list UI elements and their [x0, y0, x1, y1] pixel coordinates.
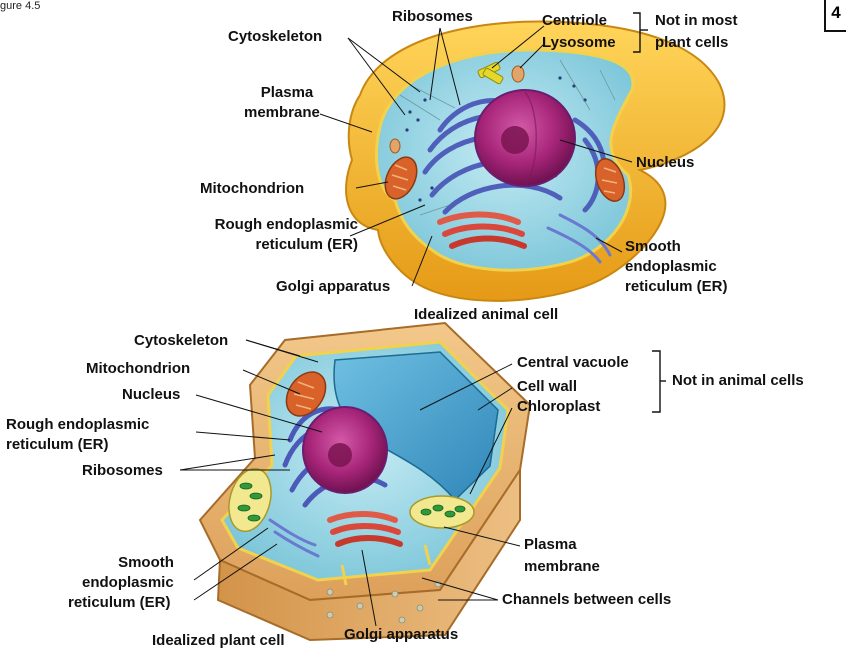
animal-caption: Idealized animal cell — [414, 306, 558, 324]
animal-label-smooth-er-1: Smooth — [625, 238, 681, 256]
animal-label-smooth-er-2: endoplasmic — [625, 258, 717, 276]
plant-label-cell-wall: Cell wall — [517, 378, 577, 396]
page-number: 4 — [824, 0, 846, 32]
plant-label-central-vacuole: Central vacuole — [517, 354, 629, 372]
plant-label-cytoskeleton: Cytoskeleton — [134, 332, 228, 350]
plant-label-smooth-er-1: Smooth — [106, 554, 186, 572]
bracket-not-in-animal — [652, 351, 660, 412]
plant-label-rough-er-2: reticulum (ER) — [6, 436, 109, 454]
animal-label-nucleus: Nucleus — [636, 154, 694, 172]
animal-label-smooth-er-3: reticulum (ER) — [625, 278, 728, 296]
animal-label-plasma-1: Plasma — [252, 84, 322, 102]
plant-caption: Idealized plant cell — [152, 632, 285, 650]
animal-label-cytoskeleton: Cytoskeleton — [228, 28, 322, 46]
plant-label-plasma-2: membrane — [524, 558, 600, 576]
animal-lysosome — [512, 66, 524, 82]
plant-cell — [200, 323, 530, 640]
animal-label-golgi: Golgi apparatus — [276, 278, 390, 296]
plant-label-smooth-er-3: reticulum (ER) — [68, 594, 171, 612]
plant-label-channels: Channels between cells — [502, 591, 671, 609]
plant-chloroplast-right — [410, 496, 474, 528]
animal-label-not-in-most-1: Not in most — [655, 12, 738, 30]
animal-label-ribosomes: Ribosomes — [392, 8, 473, 26]
animal-label-rough-er-1: Rough endoplasmic — [174, 216, 358, 234]
animal-label-centriole: Centriole — [542, 12, 607, 30]
animal-label-plasma-2: membrane — [244, 104, 320, 122]
plant-label-golgi: Golgi apparatus — [344, 626, 458, 644]
plant-label-smooth-er-2: endoplasmic — [82, 574, 174, 592]
plant-label-nucleus: Nucleus — [122, 386, 180, 404]
plant-label-ribosomes: Ribosomes — [82, 462, 163, 480]
plant-label-mitochondrion: Mitochondrion — [86, 360, 190, 378]
animal-label-not-in-most-2: plant cells — [655, 34, 728, 52]
animal-nucleolus — [501, 126, 529, 154]
animal-label-mitochondrion: Mitochondrion — [200, 180, 304, 198]
plant-label-rough-er-1: Rough endoplasmic — [6, 416, 149, 434]
plant-label-plasma-1: Plasma — [524, 536, 577, 554]
animal-label-rough-er-2: reticulum (ER) — [174, 236, 358, 254]
figure-label: gure 4.5 — [0, 0, 40, 12]
plant-label-not-in-animal: Not in animal cells — [672, 372, 804, 390]
animal-label-lysosome: Lysosome — [542, 34, 616, 52]
plant-label-chloroplast: Chloroplast — [517, 398, 600, 416]
